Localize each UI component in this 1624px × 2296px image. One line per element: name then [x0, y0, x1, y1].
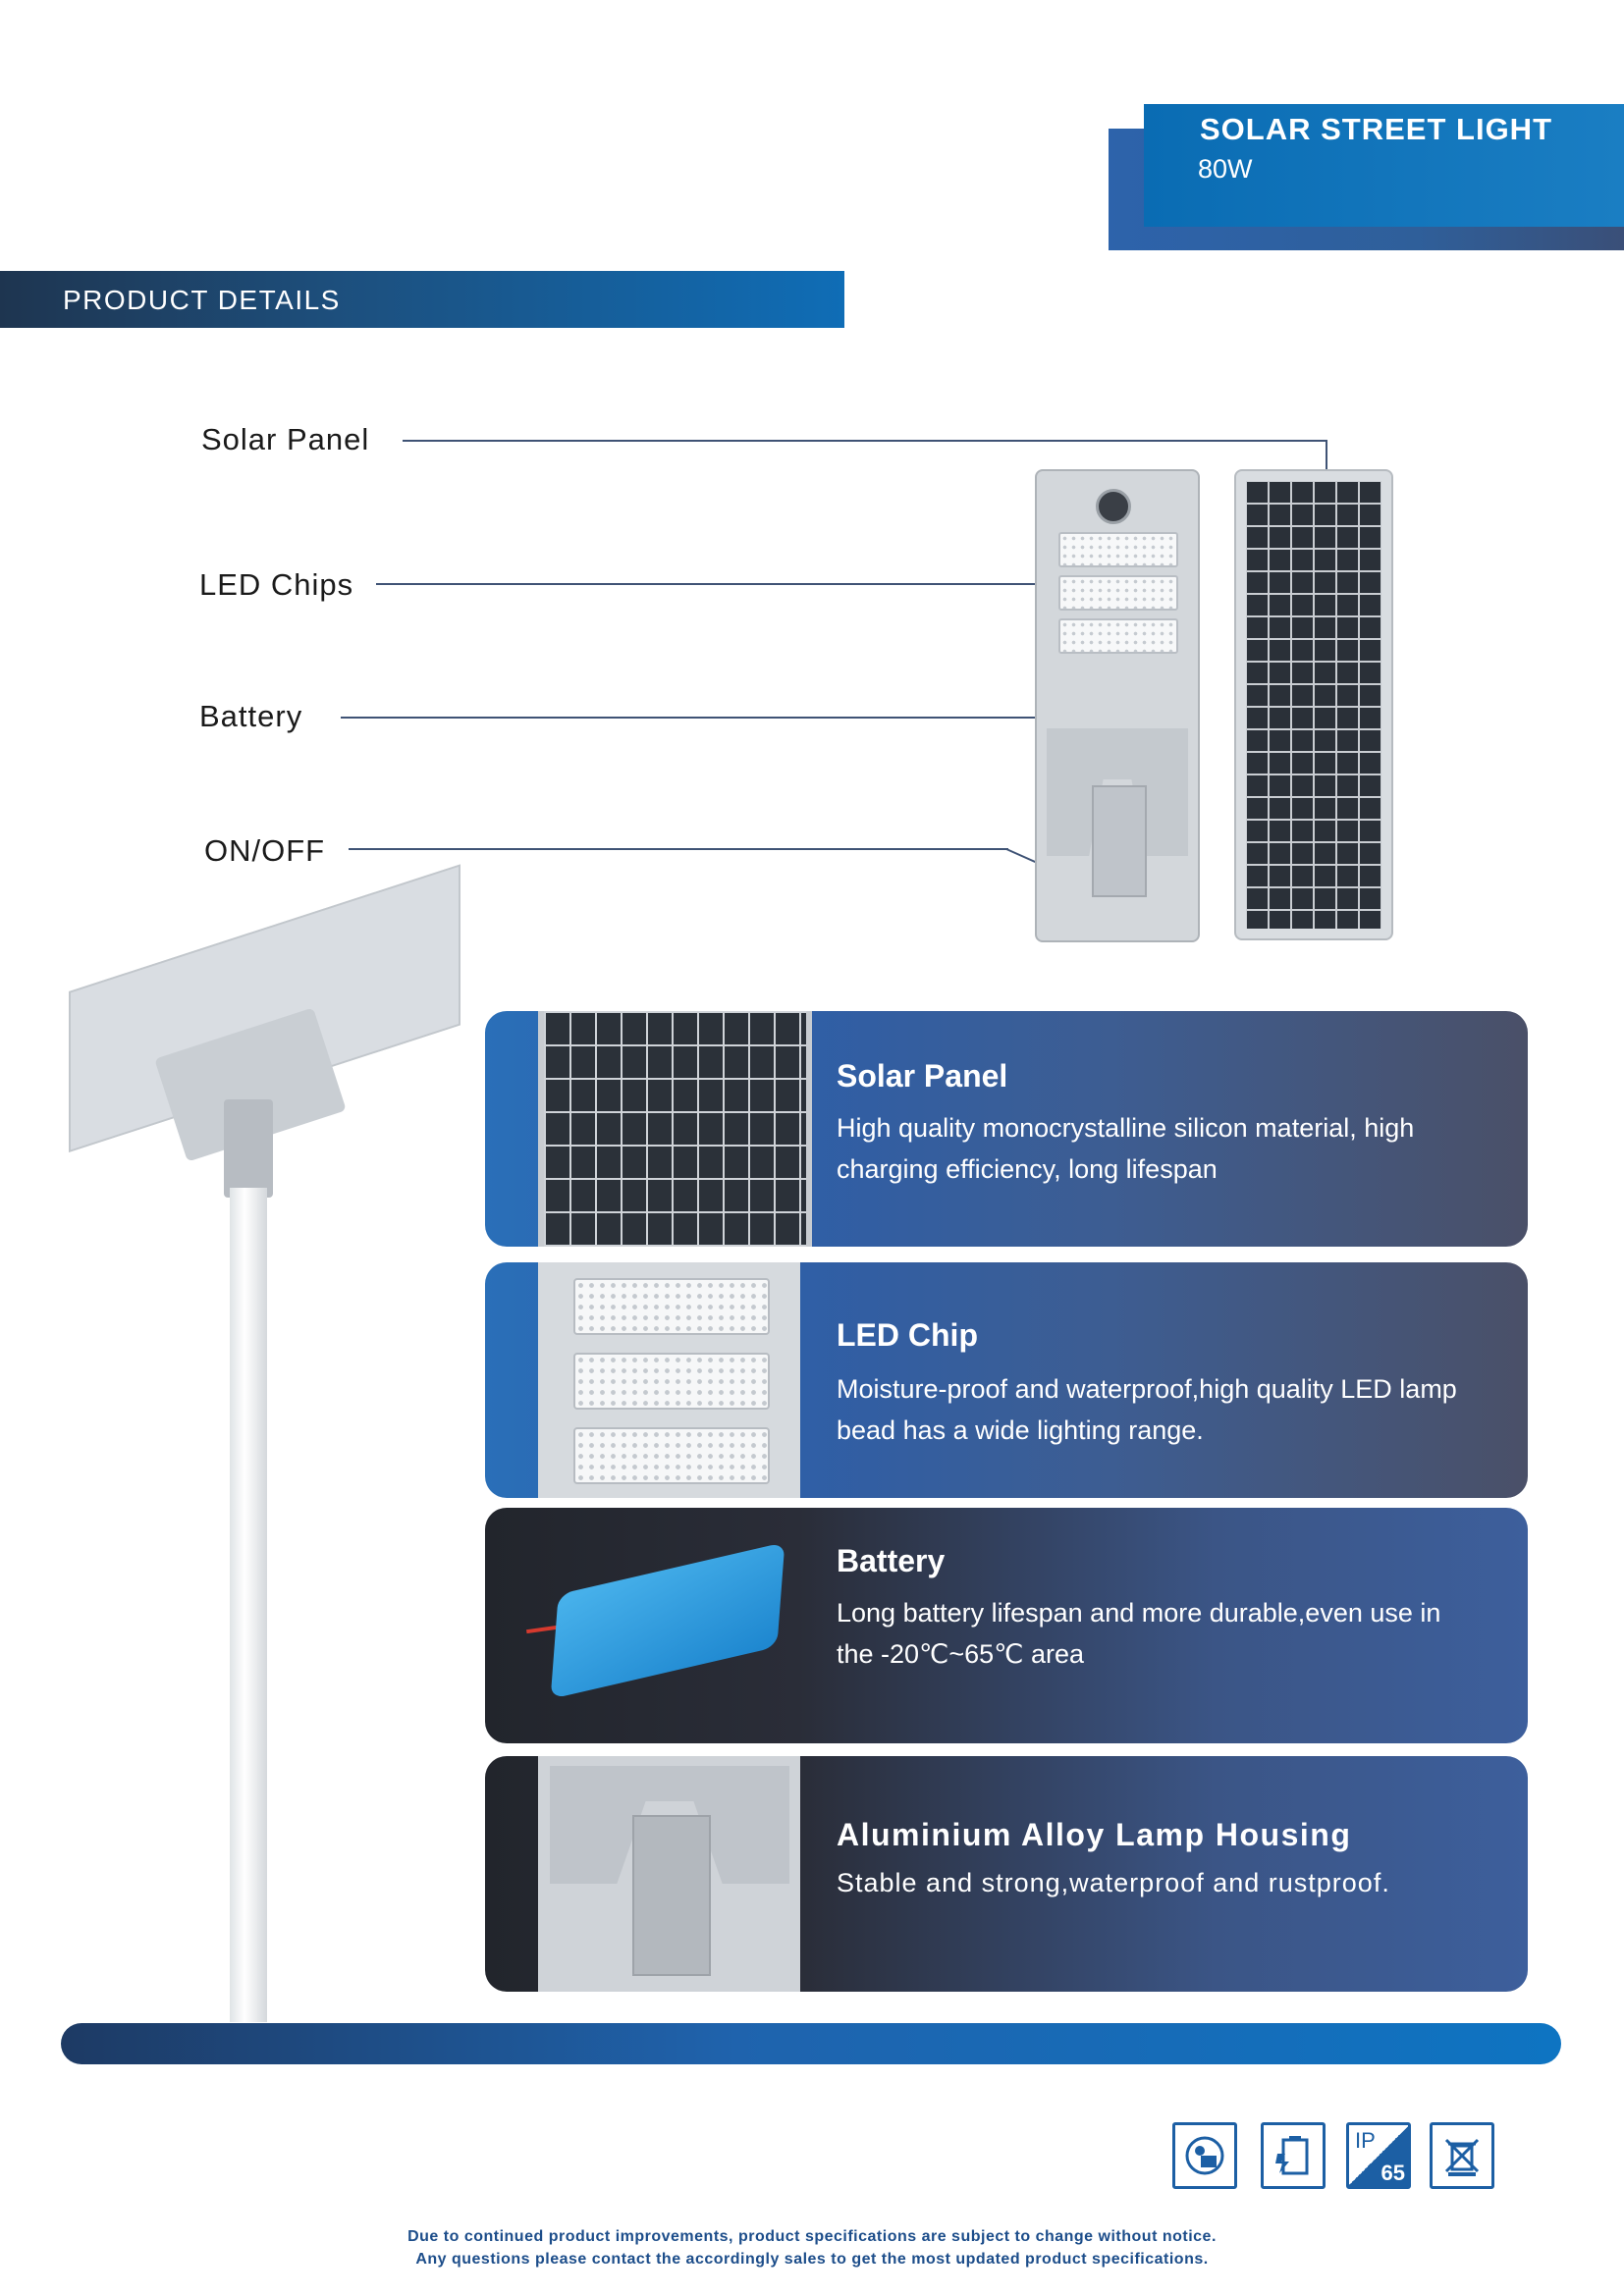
callout-battery: Battery [199, 699, 303, 733]
lamp-front-view [1035, 469, 1200, 942]
led-module [1058, 532, 1178, 567]
feature-title: Aluminium Alloy Lamp Housing [837, 1817, 1352, 1852]
feature-card-lamp-housing: Aluminium Alloy Lamp Housing Stable and … [485, 1756, 1528, 1992]
feature-description: High quality monocrystalline silicon mat… [837, 1113, 1415, 1184]
feature-card-battery: Battery Long battery lifespan and more d… [485, 1508, 1528, 1743]
feature-description: Moisture-proof and waterproof,high quali… [837, 1374, 1457, 1445]
led-module [1058, 618, 1178, 654]
section-header-bar [0, 271, 844, 328]
ip-label: IP [1355, 2128, 1376, 2153]
led-module [573, 1427, 770, 1484]
footer-disclaimer-line1: Due to continued product improvements, p… [407, 2228, 1217, 2245]
callout-leader-solar [403, 440, 1327, 442]
callout-leader-onoff [349, 848, 1008, 850]
feature-title: Battery [837, 1543, 946, 1578]
title-block [1144, 104, 1624, 227]
solar-sun-icon [1172, 2122, 1237, 2189]
ip-number: 65 [1380, 2161, 1405, 2185]
callout-leader-battery [341, 717, 1109, 719]
led-module [1058, 575, 1178, 611]
lamp-housing-thumbnail [538, 1756, 800, 1992]
lamp-back-view [1234, 469, 1393, 940]
battery-charge-icon [1261, 2122, 1326, 2189]
callout-led-chips: LED Chips [199, 567, 354, 602]
feature-description: Long battery lifespan and more durable,e… [837, 1598, 1441, 1669]
pole-joint [224, 1099, 273, 1198]
weee-bin-icon [1430, 2122, 1494, 2189]
pole-mount [1092, 785, 1147, 897]
led-chip-thumbnail [538, 1262, 800, 1498]
feature-card-solar-panel: Solar Panel High quality monocrystalline… [485, 1011, 1528, 1247]
battery-pack [550, 1542, 785, 1699]
callout-on-off: ON/OFF [204, 833, 326, 868]
footer-disclaimer-line2: Any questions please contact the accordi… [415, 2251, 1209, 2268]
pole-shaft [230, 1188, 267, 2022]
callout-leader-led [376, 583, 1077, 585]
section-title: PRODUCT DETAILS [63, 285, 341, 315]
feature-title: Solar Panel [837, 1058, 1008, 1094]
solar-panel-grid [1246, 481, 1381, 929]
product-title: SOLAR STREET LIGHT [1200, 112, 1552, 146]
product-wattage: 80W [1198, 154, 1253, 184]
housing-mount [632, 1815, 711, 1976]
led-module [573, 1353, 770, 1410]
bottom-accent-bar [61, 2023, 1561, 2064]
led-module [573, 1278, 770, 1335]
feature-title: LED Chip [837, 1317, 978, 1353]
feature-description: Stable and strong,waterproof and rustpro… [837, 1868, 1390, 1897]
feature-card-led-chip: LED Chip Moisture-proof and waterproof,h… [485, 1262, 1528, 1498]
ip-rating-icon: IP 65 [1346, 2122, 1411, 2189]
solar-panel-thumbnail [538, 1011, 812, 1247]
sensor-icon [1096, 489, 1131, 524]
battery-thumbnail [526, 1542, 801, 1704]
callout-solar-panel: Solar Panel [201, 422, 370, 456]
